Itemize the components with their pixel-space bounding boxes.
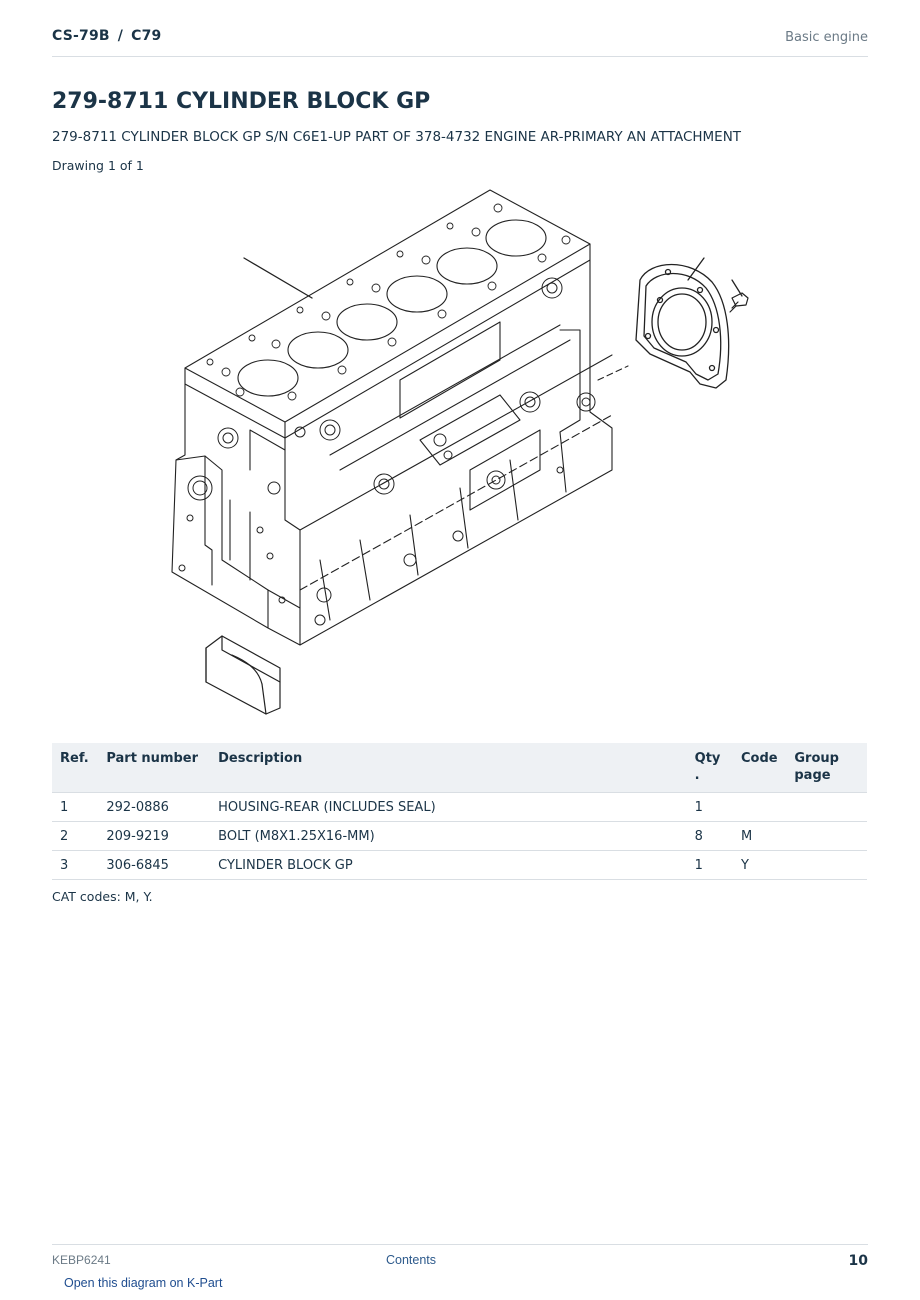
- cell-part-number[interactable]: 292-0886: [98, 792, 211, 822]
- cell-description: BOLT (M8X1.25X16-MM): [210, 821, 687, 851]
- bearing-cap: [205, 635, 281, 715]
- cell-description: HOUSING-REAR (INCLUDES SEAL): [210, 792, 687, 822]
- page-footer: KEBP6241 Contents 10: [52, 1244, 868, 1275]
- contents-link[interactable]: Contents: [386, 1253, 437, 1267]
- col-description: Description: [210, 743, 687, 793]
- col-qty: Qty .: [686, 743, 733, 793]
- cell-code: Y: [732, 850, 787, 880]
- cylinder-block-diagram: [171, 189, 749, 715]
- rear-housing: [635, 263, 730, 389]
- cell-qty: 8: [686, 821, 733, 851]
- open-kpart-link[interactable]: Open this diagram on K-Part: [64, 1276, 223, 1290]
- parts-table: Ref. Part number Description Qty . Code …: [52, 743, 867, 880]
- col-part-number: Part number: [98, 743, 211, 793]
- table-header-row: Ref. Part number Description Qty . Code …: [52, 743, 867, 793]
- breadcrumb-separator: /: [117, 28, 124, 44]
- table-row[interactable]: 2 209-9219 BOLT (M8X1.25X16-MM) 8 M: [52, 821, 867, 851]
- bolt: [729, 292, 749, 313]
- cell-code: [732, 792, 787, 822]
- breadcrumb: CS-79B / C79: [52, 28, 161, 44]
- col-ref: Ref.: [52, 743, 99, 793]
- cell-description: CYLINDER BLOCK GP: [210, 850, 687, 880]
- col-group-page: Group page: [786, 743, 867, 793]
- page-number: 10: [848, 1253, 868, 1269]
- document-id: KEBP6241: [52, 1253, 111, 1267]
- table-row[interactable]: 1 292-0886 HOUSING-REAR (INCLUDES SEAL) …: [52, 792, 867, 822]
- cell-ref: 3: [52, 850, 99, 880]
- breadcrumb-model[interactable]: CS-79B: [52, 28, 110, 44]
- cell-qty: 1: [686, 792, 733, 822]
- cell-part-number[interactable]: 209-9219: [98, 821, 211, 851]
- section-label: Basic engine: [785, 30, 868, 45]
- breadcrumb-engine[interactable]: C79: [131, 28, 162, 44]
- cell-ref: 2: [52, 821, 99, 851]
- block-body: [171, 259, 613, 646]
- cell-ref: 1: [52, 792, 99, 822]
- cell-qty: 1: [686, 850, 733, 880]
- cell-group-page: [786, 792, 867, 822]
- cat-codes-note: CAT codes: M, Y.: [52, 889, 153, 904]
- cell-part-number[interactable]: 306-6845: [98, 850, 211, 880]
- cell-group-page: [786, 821, 867, 851]
- page-subtitle: 279-8711 CYLINDER BLOCK GP S/N C6E1-UP P…: [52, 129, 742, 145]
- drawing-count: Drawing 1 of 1: [52, 158, 144, 173]
- page-title: 279-8711 CYLINDER BLOCK GP: [52, 89, 431, 114]
- cell-group-page: [786, 850, 867, 880]
- col-code: Code: [732, 743, 787, 793]
- cell-code: M: [732, 821, 787, 851]
- table-row[interactable]: 3 306-6845 CYLINDER BLOCK GP 1 Y: [52, 850, 867, 880]
- page-header: CS-79B / C79 Basic engine: [52, 28, 868, 57]
